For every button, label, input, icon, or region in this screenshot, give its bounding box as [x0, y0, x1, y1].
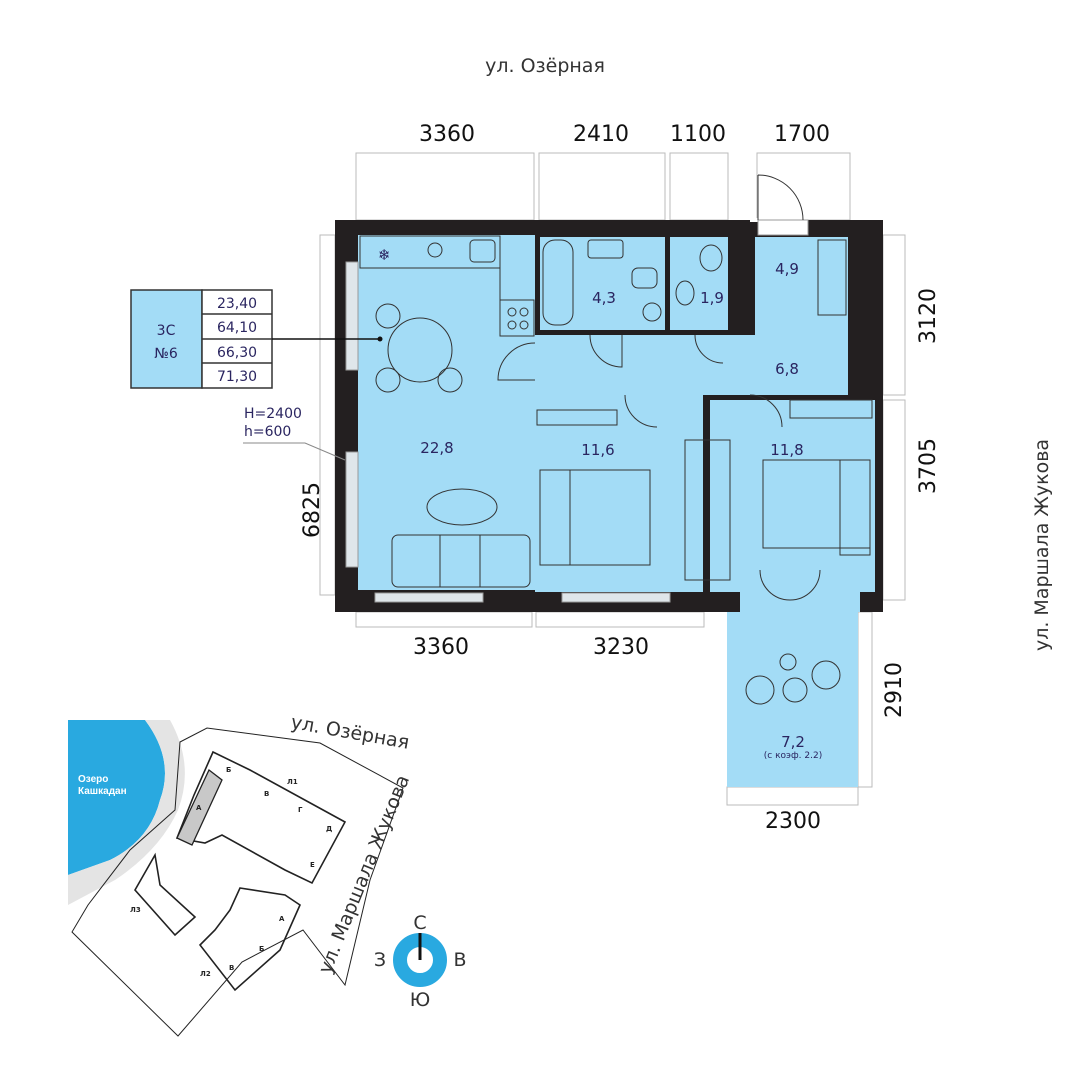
map-lake-label-2: Кашкадан	[78, 786, 127, 797]
dim-balcony-width: 2300	[765, 809, 821, 834]
map-l2-section-b: Б	[259, 945, 264, 953]
room-balcony-area: 7,2	[781, 733, 805, 751]
dim-bottom-2: 3230	[593, 635, 649, 660]
area-with-balcony: 66,30	[217, 345, 257, 361]
compass-north: С	[413, 912, 426, 934]
compass-icon	[393, 933, 447, 987]
map-l1-section-g: Г	[298, 806, 303, 814]
apartment-info-box	[130, 289, 383, 389]
map-l1-section-a: А	[196, 804, 202, 812]
map-l1-section-b: Б	[226, 766, 231, 774]
dim-bottom-1: 3360	[413, 635, 469, 660]
apartment-type: 3С	[157, 323, 176, 339]
dim-left: 6825	[300, 482, 325, 538]
room-living-area: 22,8	[420, 439, 453, 457]
dim-right-1: 3120	[916, 288, 941, 344]
dim-right-2: 3705	[916, 438, 941, 494]
room-bath-area: 4,3	[592, 289, 616, 307]
balcony-coefficient-note: (с коэф. 2.2)	[764, 751, 822, 761]
rooms	[358, 235, 875, 787]
map-building-l2: Л2	[200, 970, 211, 978]
furniture	[359, 235, 873, 705]
dim-top-2: 2410	[573, 122, 629, 147]
map-l1-section-e: Е	[310, 861, 315, 869]
window-height-H: H=2400	[244, 406, 302, 422]
map-l2-section-v: В	[229, 964, 234, 972]
compass-east: В	[453, 949, 466, 971]
area-total: 64,10	[217, 320, 257, 336]
street-right-label: ул. Маршала Жукова	[1031, 439, 1053, 651]
doors	[497, 174, 821, 601]
room-bedroom2-area: 11,8	[770, 441, 803, 459]
dim-balcony-depth: 2910	[882, 662, 907, 718]
compass-west: З	[374, 949, 386, 971]
room-wc-area: 1,9	[700, 289, 724, 307]
dim-top-3: 1100	[670, 122, 726, 147]
map-l2-section-a: А	[279, 915, 285, 923]
map-lake-label-1: Озеро	[78, 774, 108, 785]
apartment-number: №6	[154, 346, 178, 362]
room-corridor-area: 6,8	[775, 360, 799, 378]
map-street-top: ул. Озёрная	[289, 711, 411, 753]
snowflake-icon: ❄	[378, 246, 391, 264]
area-living: 23,40	[217, 296, 257, 312]
windows	[345, 219, 809, 603]
room-bedroom1-area: 11,6	[581, 441, 614, 459]
map-building-l1: Л1	[287, 778, 298, 786]
map-building-l3: Л3	[130, 906, 141, 914]
map-l1-section-v: В	[264, 790, 269, 798]
street-top-label: ул. Озёрная	[485, 55, 605, 77]
area-full: 71,30	[217, 369, 257, 385]
site-map	[68, 720, 404, 1037]
window-height-h: h=600	[244, 424, 291, 440]
room-hall-area: 4,9	[775, 260, 799, 278]
dim-top-1: 3360	[419, 122, 475, 147]
compass-south: Ю	[410, 989, 431, 1011]
dim-top-4: 1700	[774, 122, 830, 147]
map-l1-section-d: Д	[326, 825, 332, 833]
